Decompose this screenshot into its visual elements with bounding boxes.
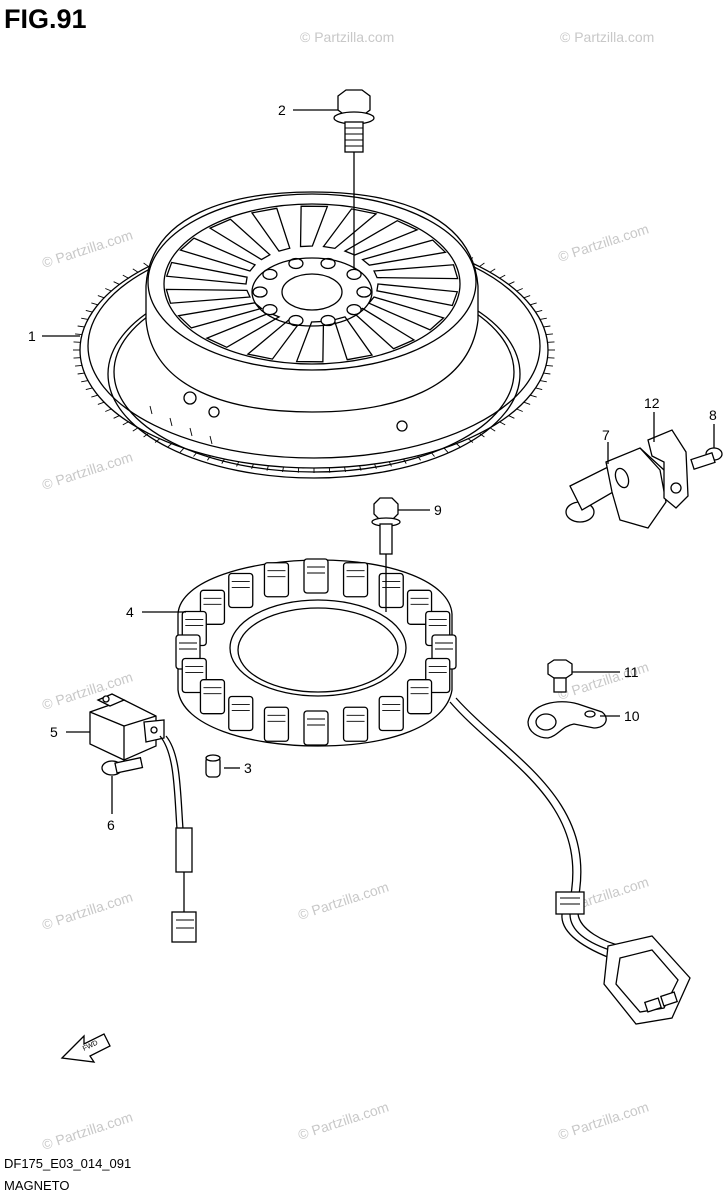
watermark: © Partzilla.com xyxy=(296,1098,391,1142)
watermark: © Partzilla.com xyxy=(300,29,394,45)
figure-code: DF175_E03_014_091 xyxy=(4,1156,132,1171)
callout-8: 8 xyxy=(709,407,717,423)
callout-12: 12 xyxy=(644,395,660,411)
callout-10: 10 xyxy=(624,708,640,724)
fwd-direction-arrow: FWD xyxy=(60,1033,111,1063)
watermark: © Partzilla.com xyxy=(556,220,651,264)
crank-sensor[interactable] xyxy=(565,447,671,529)
callout-9: 9 xyxy=(434,502,442,518)
figure-title: FIG.91 xyxy=(4,4,87,34)
callouts: 1 2 3 4 5 6 7 8 9 10 11 12 xyxy=(28,102,717,833)
watermark: © Partzilla.com xyxy=(296,878,391,922)
sensor-bracket[interactable] xyxy=(647,429,689,509)
watermark: © Partzilla.com xyxy=(40,448,135,492)
watermark: © Partzilla.com xyxy=(40,888,135,932)
pulser-coil[interactable] xyxy=(89,693,197,943)
callout-3: 3 xyxy=(244,760,252,776)
watermark: © Partzilla.com xyxy=(40,226,135,270)
stator-bolt[interactable] xyxy=(371,497,401,612)
bracket-bolt[interactable] xyxy=(690,447,723,470)
stator-part[interactable] xyxy=(175,558,691,1025)
pulser-screw[interactable] xyxy=(101,756,144,776)
callout-11: 11 xyxy=(624,664,639,680)
flywheel-part[interactable] xyxy=(73,191,555,479)
flywheel-bolt[interactable] xyxy=(333,89,375,270)
callout-5: 5 xyxy=(50,724,58,740)
flywheel-vanes xyxy=(165,205,459,363)
clamp-bolt[interactable] xyxy=(547,659,573,693)
callout-7: 7 xyxy=(602,427,610,443)
watermark: © Partzilla.com xyxy=(560,29,654,45)
stator-coils xyxy=(175,558,457,746)
callout-2: 2 xyxy=(278,102,286,118)
watermark: © Partzilla.com xyxy=(556,1098,651,1142)
watermark: © Partzilla.com xyxy=(40,1108,135,1152)
figure-caption: MAGNETO xyxy=(4,1178,70,1193)
dowel-pin[interactable] xyxy=(205,754,221,778)
flywheel-bolt-holes xyxy=(252,257,372,327)
wire-clamp[interactable] xyxy=(527,701,607,739)
callout-1: 1 xyxy=(28,328,36,344)
callout-6: 6 xyxy=(107,817,115,833)
callout-4: 4 xyxy=(126,604,134,620)
